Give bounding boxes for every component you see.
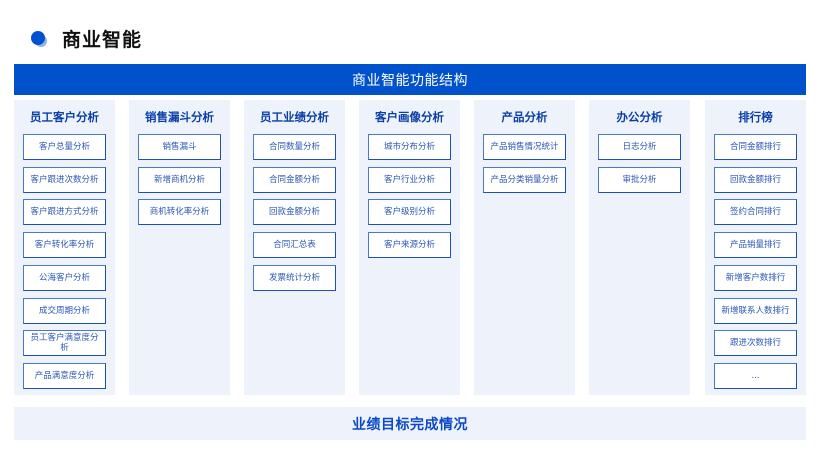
module-item-button[interactable]: 客户来源分析 bbox=[368, 232, 451, 259]
module-item-button[interactable]: 城市分布分析 bbox=[368, 134, 451, 160]
module-column: 员工业绩分析合同数量分析合同金额分析回款金额分析合同汇总表发票统计分析 bbox=[244, 100, 345, 395]
module-item-button[interactable]: 产品满意度分析 bbox=[23, 362, 106, 389]
structure-banner: 商业智能功能结构 bbox=[14, 64, 806, 95]
column-title: 员工业绩分析 bbox=[260, 110, 329, 124]
module-item-button[interactable]: 员工客户满意度分析 bbox=[23, 330, 106, 357]
module-item-button[interactable]: 合同金额分析 bbox=[253, 166, 336, 193]
column-title: 员工客户分析 bbox=[30, 110, 99, 124]
module-item-button[interactable]: 新增客户数排行 bbox=[714, 264, 797, 291]
module-item-button[interactable]: 客户跟进方式分析 bbox=[23, 199, 106, 226]
module-item-button[interactable]: 合同数量分析 bbox=[253, 134, 336, 160]
performance-target-bar[interactable]: 业绩目标完成情况 bbox=[14, 407, 806, 440]
module-item-button[interactable]: 客户转化率分析 bbox=[23, 232, 106, 259]
module-item-button[interactable]: 日志分析 bbox=[598, 134, 681, 160]
module-item-button[interactable]: 客户跟进次数分析 bbox=[23, 166, 106, 193]
column-title: 排行榜 bbox=[738, 110, 773, 124]
module-item-button[interactable]: 产品分类销量分析 bbox=[483, 166, 566, 193]
module-item-button[interactable]: 新增联系人数排行 bbox=[714, 297, 797, 324]
module-item-button[interactable]: 回款金额分析 bbox=[253, 199, 336, 226]
module-item-button[interactable]: 商机转化率分析 bbox=[138, 199, 221, 226]
module-column: 员工客户分析客户总量分析客户跟进次数分析客户跟进方式分析客户转化率分析公海客户分… bbox=[14, 100, 115, 395]
page-title: 商业智能 bbox=[62, 28, 143, 51]
bullet-dot-icon bbox=[31, 30, 47, 47]
module-item-button[interactable]: 合同金额排行 bbox=[714, 134, 797, 160]
module-column: 客户画像分析城市分布分析客户行业分析客户级别分析客户来源分析 bbox=[359, 100, 460, 395]
module-item-button[interactable]: 客户总量分析 bbox=[23, 134, 106, 160]
module-item-button[interactable]: 客户级别分析 bbox=[368, 199, 451, 226]
module-item-button[interactable]: 发票统计分析 bbox=[253, 264, 336, 291]
column-title: 销售漏斗分析 bbox=[145, 110, 214, 124]
module-item-button[interactable]: 签约合同排行 bbox=[714, 199, 797, 226]
module-item-button[interactable]: ... bbox=[714, 362, 797, 389]
module-item-button[interactable]: 跟进次数排行 bbox=[714, 330, 797, 357]
module-item-button[interactable]: 公海客户分析 bbox=[23, 264, 106, 291]
module-item-button[interactable]: 审批分析 bbox=[598, 166, 681, 193]
module-column: 办公分析日志分析审批分析 bbox=[589, 100, 690, 395]
page-header: 商业智能 bbox=[31, 24, 142, 52]
column-title: 产品分析 bbox=[501, 110, 548, 124]
module-item-button[interactable]: 产品销售情况统计 bbox=[483, 134, 566, 160]
module-item-button[interactable]: 产品销量排行 bbox=[714, 232, 797, 259]
module-item-button[interactable]: 合同汇总表 bbox=[253, 232, 336, 259]
module-item-button[interactable]: 成交周期分析 bbox=[23, 297, 106, 324]
module-column: 排行榜合同金额排行回款金额排行签约合同排行产品销量排行新增客户数排行新增联系人数… bbox=[705, 100, 806, 395]
column-title: 办公分析 bbox=[616, 110, 663, 124]
column-title: 客户画像分析 bbox=[375, 110, 444, 124]
module-column: 销售漏斗分析销售漏斗新增商机分析商机转化率分析 bbox=[129, 100, 230, 395]
module-item-button[interactable]: 回款金额排行 bbox=[714, 166, 797, 193]
module-item-button[interactable]: 销售漏斗 bbox=[138, 134, 221, 160]
module-item-button[interactable]: 客户行业分析 bbox=[368, 166, 451, 193]
module-item-button[interactable]: 新增商机分析 bbox=[138, 166, 221, 193]
module-column: 产品分析产品销售情况统计产品分类销量分析 bbox=[474, 100, 575, 395]
